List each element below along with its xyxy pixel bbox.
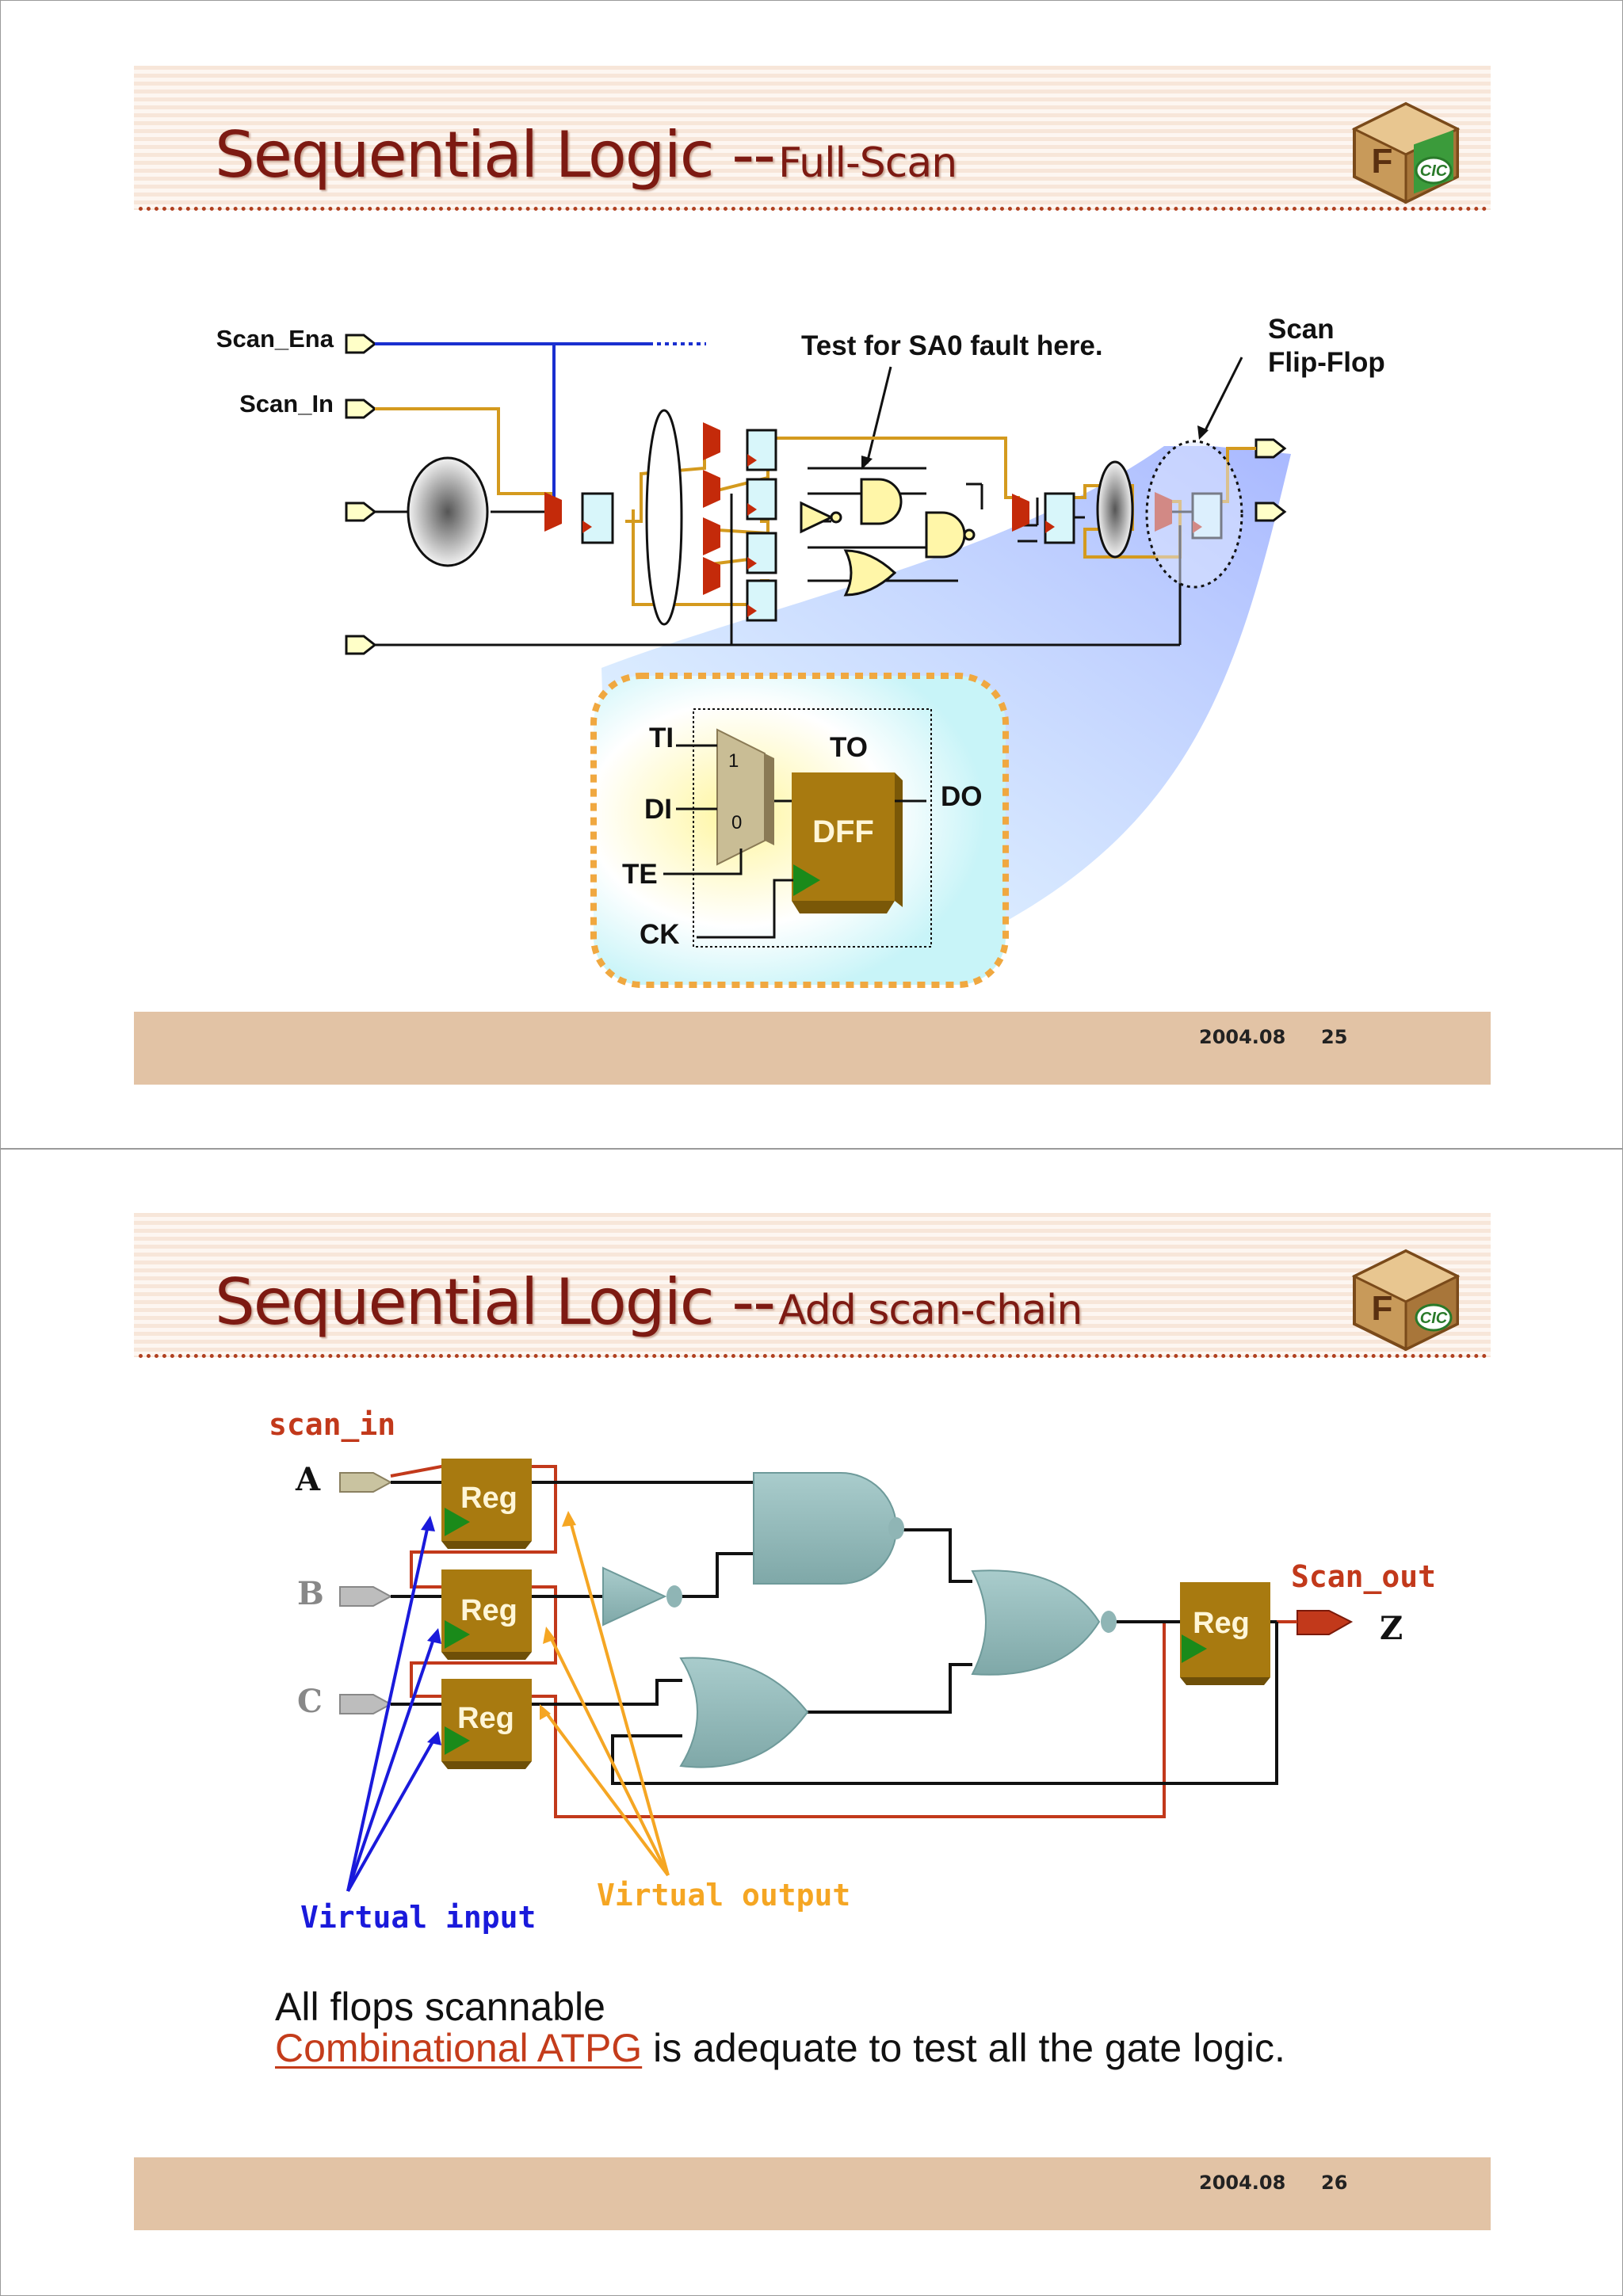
input-port-scan-ena [345,334,377,354]
bullet-all-flops: All flops scannable [275,1985,605,2029]
scan-chain-diagram: scan_in Scan_out A B C Z [269,1407,1436,1935]
logic-cloud-1 [407,456,489,567]
slide-title: Sequential Logic -- Add scan-chain [215,1265,1083,1339]
bullet-rest: is adequate to test all the gate logic. [642,2026,1285,2070]
ti-label: TI [649,723,674,753]
virtual-input-label: Virtual input [300,1900,536,1935]
full-scan-diagram: Scan_Ena Scan_In Test for SA0 fault here… [216,314,1385,988]
clock-triangle-icon [445,1726,470,1755]
inset-boundary [693,708,932,948]
header-divider [139,207,1487,211]
header-divider [139,1354,1487,1358]
test-note-arrow [865,366,892,464]
input-c-label: C [297,1683,323,1720]
footer-date: 2004.08 [1199,1026,1286,1048]
scan-ff-arrow [1202,357,1243,434]
test-note-label: Test for SA0 fault here. [801,330,1103,361]
cic-logo-icon: CIC F [1351,101,1461,204]
output-z-label: Z [1380,1610,1403,1647]
virtual-input-arrows [346,1521,437,1892]
output-port-1 [1254,438,1287,459]
footer-date: 2004.08 [1199,2172,1286,2194]
slide-scan-chain: Sequential Logic -- Add scan-chain CIC F [134,1213,1491,2235]
logo-text: CIC [1420,162,1448,180]
clock-triangle-icon [1182,1634,1207,1663]
title-main: Sequential Logic -- [215,1265,776,1339]
atpg-link[interactable]: Combinational ATPG [275,2026,643,2070]
scan-in-label: scan_in [269,1407,395,1442]
or-gate [679,1657,809,1768]
title-sub: Add scan-chain [778,1287,1083,1334]
input-port-c [339,1694,393,1714]
slide-title: Sequential Logic -- Full-Scan [215,118,957,192]
nor-gate [971,1569,1117,1676]
mux-input-0-label: 0 [731,812,742,833]
scan-ff-highlight [1145,440,1243,589]
virtual-output-arrows [543,1518,670,1877]
reg-label: Reg [1193,1607,1250,1640]
virtual-output-label: Virtual output [597,1878,850,1913]
input-port-data [345,502,377,522]
clock-triangle-icon [793,864,820,896]
do-label: DO [941,781,983,812]
reg-c: Reg [441,1679,532,1769]
slide-header [134,1213,1491,1357]
clock-triangle-icon [445,1508,470,1536]
slide-bullets: All flops scannable Combinational ATPG i… [275,1986,1285,2069]
input-port-scan-in [345,399,377,419]
fanout-ellipse [645,409,683,626]
footer-page-number: 26 [1321,2172,1348,2194]
input-port-b [339,1586,393,1607]
bullet-combinational-atpg: Combinational ATPG is adequate to test a… [275,2027,1285,2069]
clock-triangle-icon [445,1620,470,1649]
page-2: Sequential Logic -- Add scan-chain CIC F… [0,1149,1623,2296]
svg-text:F: F [1372,142,1393,181]
logic-gates [800,478,976,597]
nand-gate [753,1472,904,1585]
input-port-a [339,1472,393,1493]
cic-logo-icon: CIC F [1351,1249,1461,1352]
ck-label: CK [640,919,680,950]
reg-b: Reg [441,1569,532,1660]
inset-mux [716,728,766,866]
output-port-2 [1254,502,1287,522]
output-port-z [1296,1610,1354,1635]
title-sub: Full-Scan [778,139,957,187]
svg-text:F: F [1372,1289,1393,1328]
scan-ff-label-1: Scan [1268,314,1335,345]
input-a-label: A [295,1461,321,1498]
slide-header [134,66,1491,210]
scan-ena-label: Scan_Ena [216,325,334,353]
scan-ff-label-2: Flip-Flop [1268,347,1385,378]
reg-label: Reg [460,1594,517,1627]
slide-footer: 2004.08 25 [134,1012,1491,1085]
input-b-label: B [297,1575,324,1612]
input-port-clock [345,635,377,655]
page-1: Sequential Logic -- Full-Scan CIC F [0,0,1623,1149]
logic-cloud-2 [1096,460,1134,559]
te-label: TE [622,859,658,890]
logo-text: CIC [1420,1310,1448,1327]
dff-label: DFF [812,814,874,849]
di-label: DI [644,794,672,825]
footer-page-number: 25 [1321,1026,1348,1048]
slide-full-scan: Sequential Logic -- Full-Scan CIC F [134,66,1491,1088]
slide-footer: 2004.08 26 [134,2157,1491,2230]
mux-input-1-label: 1 [728,750,739,772]
reg-out: Reg [1180,1582,1270,1685]
title-main: Sequential Logic -- [215,118,776,192]
reg-a: Reg [441,1459,532,1549]
reg-label: Reg [460,1482,517,1515]
scan-out-label: Scan_out [1291,1559,1436,1594]
reg-label: Reg [457,1702,514,1735]
scan-in-label: Scan_In [239,390,334,418]
to-label: TO [830,732,868,763]
inverter-gate [602,1566,682,1627]
